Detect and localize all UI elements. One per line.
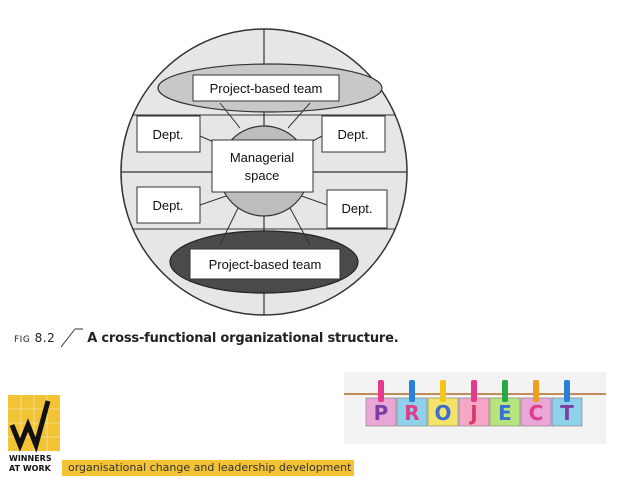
clothespin-icon	[440, 380, 446, 402]
clothespin-icon	[502, 380, 508, 402]
logo-line2: AT WORK	[9, 464, 52, 473]
project-letter: P	[374, 401, 389, 425]
top-team-label: Project-based team	[210, 81, 323, 96]
connector	[219, 102, 241, 129]
managerial-space-box	[211, 139, 314, 193]
project-letter: R	[404, 401, 419, 425]
tagline-banner: organisational change and leadership dev…	[62, 460, 354, 476]
dept-label-bottom-left: Dept.	[152, 198, 183, 213]
managerial-label-line2: space	[245, 168, 280, 183]
figure-number: FIG 8.2	[14, 331, 55, 345]
project-letter-card	[365, 397, 397, 427]
figure-caption-text: A cross-functional organizational struct…	[87, 330, 399, 346]
connector	[289, 207, 311, 246]
clothespin-icon	[378, 380, 384, 402]
dept-label-top-left: Dept.	[152, 127, 183, 142]
dept-box-bottom-left	[136, 186, 201, 224]
project-letter: O	[434, 401, 451, 425]
clothespin-icon	[409, 380, 415, 402]
figure-prefix: FIG	[14, 335, 31, 345]
project-letter-card	[520, 397, 552, 427]
dept-box-bottom-right	[326, 189, 388, 229]
project-letter: C	[529, 401, 544, 425]
project-letter-card	[396, 397, 428, 427]
project-letter: E	[498, 401, 512, 425]
dept-box-top-right	[321, 115, 386, 153]
caption-slash-icon	[60, 328, 84, 348]
figure-caption: FIG 8.2 A cross-functional organizationa…	[14, 326, 399, 350]
bottom-team-box	[189, 248, 341, 280]
org-structure-diagram: Project-based team Project-based team Ma…	[120, 28, 408, 316]
dept-label-top-right: Dept.	[337, 127, 368, 142]
clothespin-icon	[564, 380, 570, 402]
clothespin-icon	[471, 380, 477, 402]
top-team-box	[192, 74, 340, 102]
bottom-team-label: Project-based team	[209, 257, 322, 272]
project-letter: T	[560, 401, 574, 425]
figure-number-value: 8.2	[34, 331, 56, 345]
logo-w-mark	[9, 400, 51, 453]
connector	[219, 207, 239, 246]
dept-box-top-left	[136, 115, 201, 153]
clothespin-icon	[533, 380, 539, 402]
winners-at-work-logo: WINNERS AT WORK	[8, 395, 60, 473]
managerial-label-line1: Managerial	[230, 150, 294, 165]
connector	[287, 102, 311, 129]
project-letter: J	[468, 401, 477, 425]
dept-label-bottom-right: Dept.	[341, 201, 372, 216]
logo-line1: WINNERS	[9, 454, 52, 463]
